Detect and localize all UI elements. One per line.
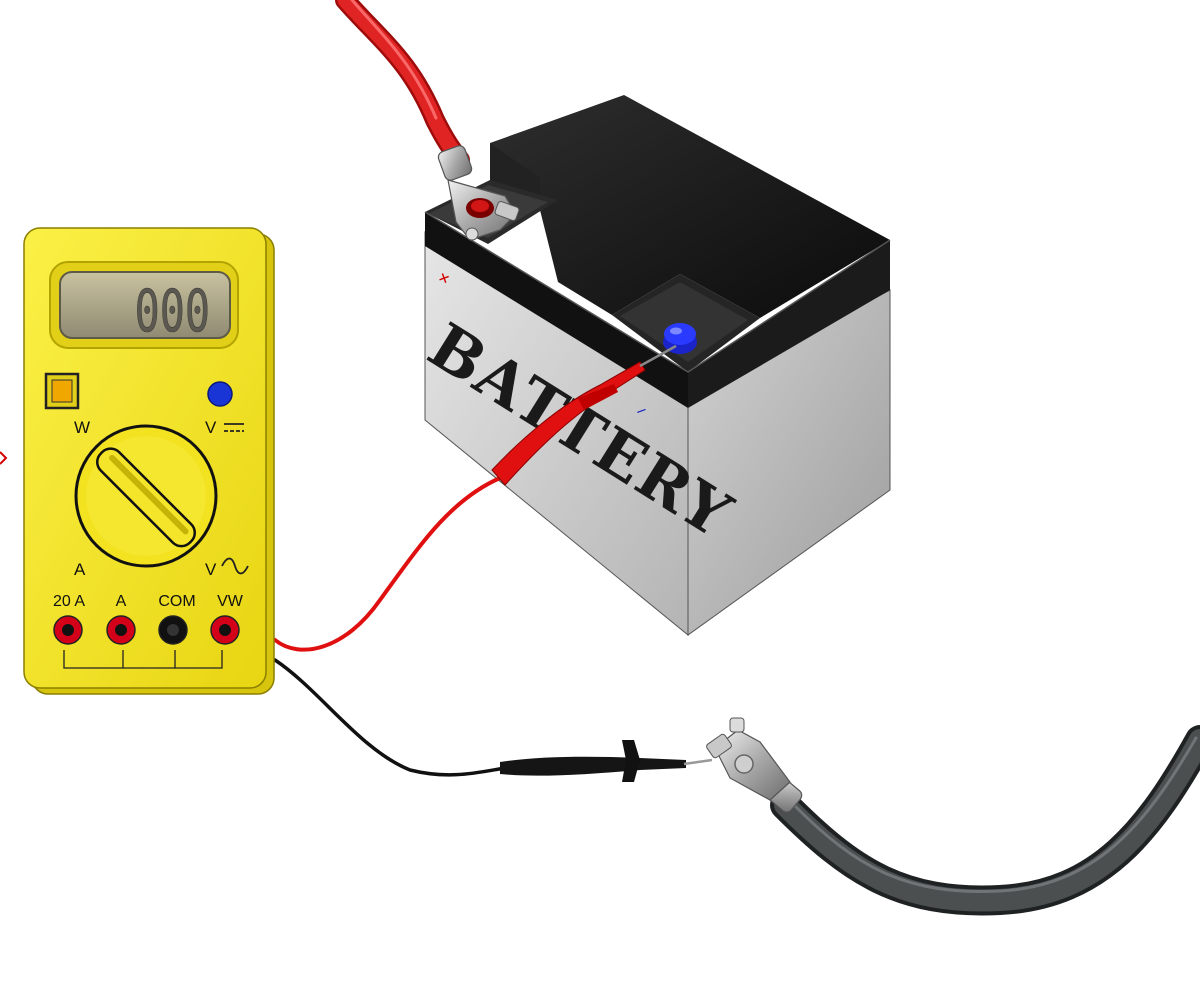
jack-bracket-lines: [63, 650, 223, 669]
positive-terminal-clamp: [437, 145, 520, 241]
jack-label-20a: 20 A: [53, 593, 85, 610]
rotary-selector-dial[interactable]: [74, 424, 218, 568]
jack-label-com: COM: [158, 593, 195, 610]
negative-cable-clamp: [706, 717, 803, 813]
multimeter: 000 W V A V 20 A A COM VW: [23, 227, 275, 695]
indicator-light: [207, 381, 233, 407]
battery: + − BATTERY: [416, 95, 891, 637]
dial-label-v-dc: V: [205, 418, 217, 437]
edge-mark: [0, 451, 8, 465]
dial-label-v-ac: V: [205, 560, 217, 579]
jack-com[interactable]: [158, 615, 188, 645]
jack-20a[interactable]: [53, 615, 83, 645]
jack-label-a: A: [116, 593, 127, 610]
dc-symbol-icon: [224, 423, 244, 432]
negative-cable: [770, 725, 1200, 916]
ac-symbol-icon: [221, 557, 249, 575]
dial-label-w: W: [74, 418, 90, 437]
jack-label-vw: VW: [217, 593, 244, 610]
jack-vw[interactable]: [210, 615, 240, 645]
lcd-reading: 000: [135, 277, 210, 345]
battery-lid: [490, 95, 890, 318]
dial-label-a: A: [74, 560, 86, 579]
black-probe: [500, 756, 686, 776]
red-test-lead: [273, 344, 677, 652]
black-test-lead: [273, 658, 713, 782]
jack-a[interactable]: [106, 615, 136, 645]
lcd-display: [59, 271, 231, 339]
positive-cable: [335, 0, 470, 170]
